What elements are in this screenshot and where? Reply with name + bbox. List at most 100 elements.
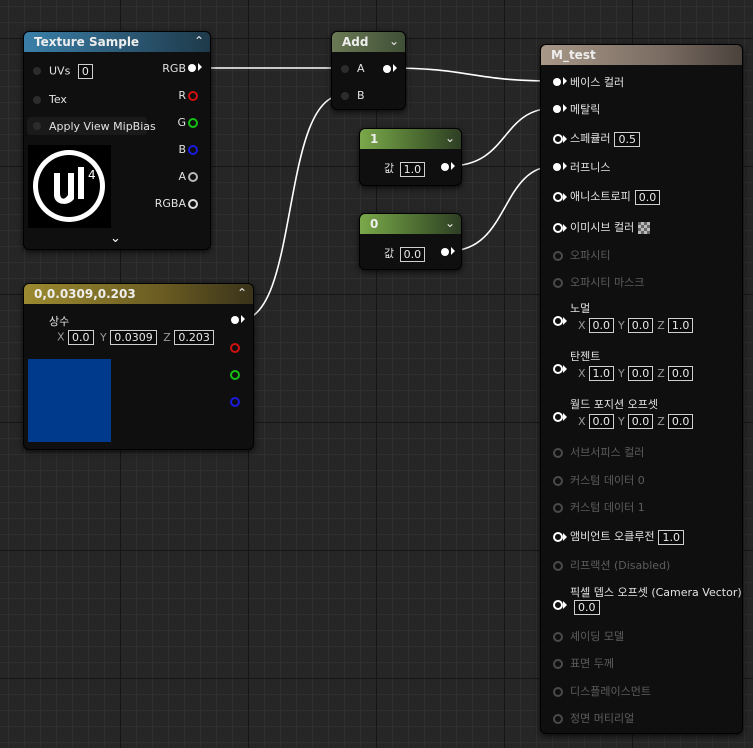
tex-input-pin[interactable]: [33, 96, 41, 104]
chevron-up-icon[interactable]: ⌃: [193, 34, 204, 48]
uvs-label: UVs: [49, 64, 71, 78]
custom0-input-pin[interactable]: [553, 476, 563, 486]
base-color-input-pin[interactable]: [553, 77, 567, 86]
custom0-row: 커스텀 데이터 0: [570, 472, 645, 488]
color-preview: [28, 359, 111, 442]
pixel-depth-value-field[interactable]: 0.0: [574, 600, 600, 615]
chevron-down-icon[interactable]: ⌄: [444, 131, 455, 145]
specular-input-pin[interactable]: [553, 134, 567, 144]
uvs-value-field[interactable]: 0: [77, 64, 93, 79]
x-value-field[interactable]: 0.0: [68, 330, 94, 345]
value-field[interactable]: 0.0: [399, 246, 426, 262]
vector-xyz-row: X 0.0 Y 0.0309 Z 0.203: [57, 330, 214, 345]
output-g-pin[interactable]: [230, 370, 240, 380]
specular-value-field[interactable]: 0.5: [614, 131, 640, 147]
tangent-y-field[interactable]: 0.0: [627, 366, 654, 381]
constant-one-node[interactable]: 1 ⌄ 값 1.0: [359, 128, 462, 186]
displacement-input-pin[interactable]: [553, 687, 563, 697]
add-header[interactable]: Add ⌄: [332, 32, 405, 52]
tangent-z-field[interactable]: 0.0: [667, 366, 694, 381]
wpo-z-field[interactable]: 0.0: [667, 414, 694, 429]
metallic-label: 메탈릭: [570, 103, 601, 116]
wpo-x-field[interactable]: 0.0: [588, 414, 615, 429]
metallic-input-pin[interactable]: [553, 104, 567, 113]
x-label: X: [578, 318, 586, 332]
output-b-pin[interactable]: [188, 145, 198, 155]
displacement-label: 디스플레이스먼트: [570, 685, 651, 698]
texture-sample-header[interactable]: Texture Sample ⌃: [24, 32, 210, 52]
add-output-pin[interactable]: [383, 64, 397, 73]
add-node[interactable]: Add ⌄ A B: [331, 31, 406, 110]
shading-model-label: 셰이딩 모델: [570, 630, 625, 643]
input-b-pin[interactable]: [341, 92, 349, 100]
anisotropy-value-field[interactable]: 0.0: [634, 189, 661, 205]
anisotropy-input-pin[interactable]: [553, 192, 567, 202]
wpo-y-field[interactable]: 0.0: [627, 414, 654, 429]
normal-z-field[interactable]: 1.0: [667, 318, 694, 333]
pixel-depth-value-row: 0.0: [574, 600, 600, 615]
checker-swatch-icon[interactable]: [638, 222, 651, 234]
unreal-logo-icon: 4: [33, 150, 105, 222]
constant-one-header[interactable]: 1 ⌄: [360, 129, 461, 149]
tangent-x-field[interactable]: 1.0: [588, 366, 615, 381]
subsurface-input-pin[interactable]: [553, 448, 563, 458]
normal-input-pin[interactable]: [553, 316, 567, 326]
ao-input-pin[interactable]: [553, 532, 567, 542]
base-color-label: 베이스 컬러: [570, 76, 625, 89]
vector-constant-node[interactable]: 0,0.0309,0.203 ⌃ 상수 X 0.0 Y 0.0309 Z 0.2…: [23, 283, 254, 450]
z-label: Z: [163, 330, 171, 344]
material-header[interactable]: M_test: [541, 45, 742, 65]
opacity-mask-label: 오파시티 마스크: [570, 276, 645, 289]
output-rgb-pin[interactable]: [188, 63, 202, 72]
opacity-input-pin[interactable]: [553, 251, 563, 261]
ao-value-field[interactable]: 1.0: [658, 529, 684, 545]
pixel-depth-input-pin[interactable]: [553, 600, 567, 610]
node-title: 0,0.0309,0.203: [34, 287, 136, 301]
emissive-row: 이미시브 컬러: [570, 219, 651, 235]
output-rgba-pin[interactable]: [188, 199, 198, 209]
chevron-down-icon[interactable]: ⌄: [110, 231, 121, 246]
emissive-input-pin[interactable]: [553, 223, 567, 233]
constant-output-pin[interactable]: [441, 162, 455, 171]
mip-bias-row[interactable]: [27, 117, 147, 135]
input-a-pin[interactable]: [341, 65, 349, 73]
shading-model-input-pin[interactable]: [553, 632, 563, 642]
svg-text:4: 4: [88, 168, 96, 182]
front-material-input-pin[interactable]: [553, 714, 563, 724]
output-a-label: A: [178, 170, 186, 183]
output-g-pin[interactable]: [188, 118, 198, 128]
y-value-field[interactable]: 0.0309: [110, 330, 157, 345]
chevron-down-icon[interactable]: ⌄: [444, 216, 455, 230]
texture-sample-node[interactable]: Texture Sample ⌃ UVs 0 Tex Apply View Mi…: [23, 31, 211, 250]
roughness-input-pin[interactable]: [553, 162, 567, 171]
output-b-pin[interactable]: [230, 397, 240, 407]
input-b-label: B: [357, 89, 365, 102]
vector-output-pin[interactable]: [231, 315, 245, 324]
custom1-row: 커스텀 데이터 1: [570, 499, 645, 515]
constant-output-pin[interactable]: [441, 247, 455, 256]
z-value-field[interactable]: 0.203: [174, 330, 214, 345]
wpo-input-pin[interactable]: [553, 412, 567, 422]
thickness-input-pin[interactable]: [553, 659, 563, 669]
value-field[interactable]: 1.0: [399, 161, 426, 177]
value-row: 값 0.0: [384, 245, 426, 262]
tangent-input-pin[interactable]: [553, 364, 567, 374]
chevron-down-icon[interactable]: ⌄: [388, 34, 399, 48]
custom1-input-pin[interactable]: [553, 503, 563, 513]
refraction-input-pin[interactable]: [553, 561, 563, 571]
output-a-pin[interactable]: [188, 172, 198, 182]
normal-y-field[interactable]: 0.0: [627, 318, 654, 333]
output-r-pin[interactable]: [230, 343, 240, 353]
output-b-label: B: [178, 143, 186, 156]
chevron-up-icon[interactable]: ⌃: [236, 286, 247, 300]
mip-bias-pin[interactable]: [33, 122, 41, 130]
constant-zero-header[interactable]: 0 ⌄: [360, 214, 461, 234]
uvs-input-pin[interactable]: [33, 67, 41, 75]
vector-constant-header[interactable]: 0,0.0309,0.203 ⌃: [24, 284, 253, 304]
constant-zero-node[interactable]: 0 ⌄ 값 0.0: [359, 213, 462, 270]
normal-x-field[interactable]: 0.0: [588, 318, 615, 333]
output-r-pin[interactable]: [188, 91, 198, 101]
opacity-mask-input-pin[interactable]: [553, 278, 563, 288]
